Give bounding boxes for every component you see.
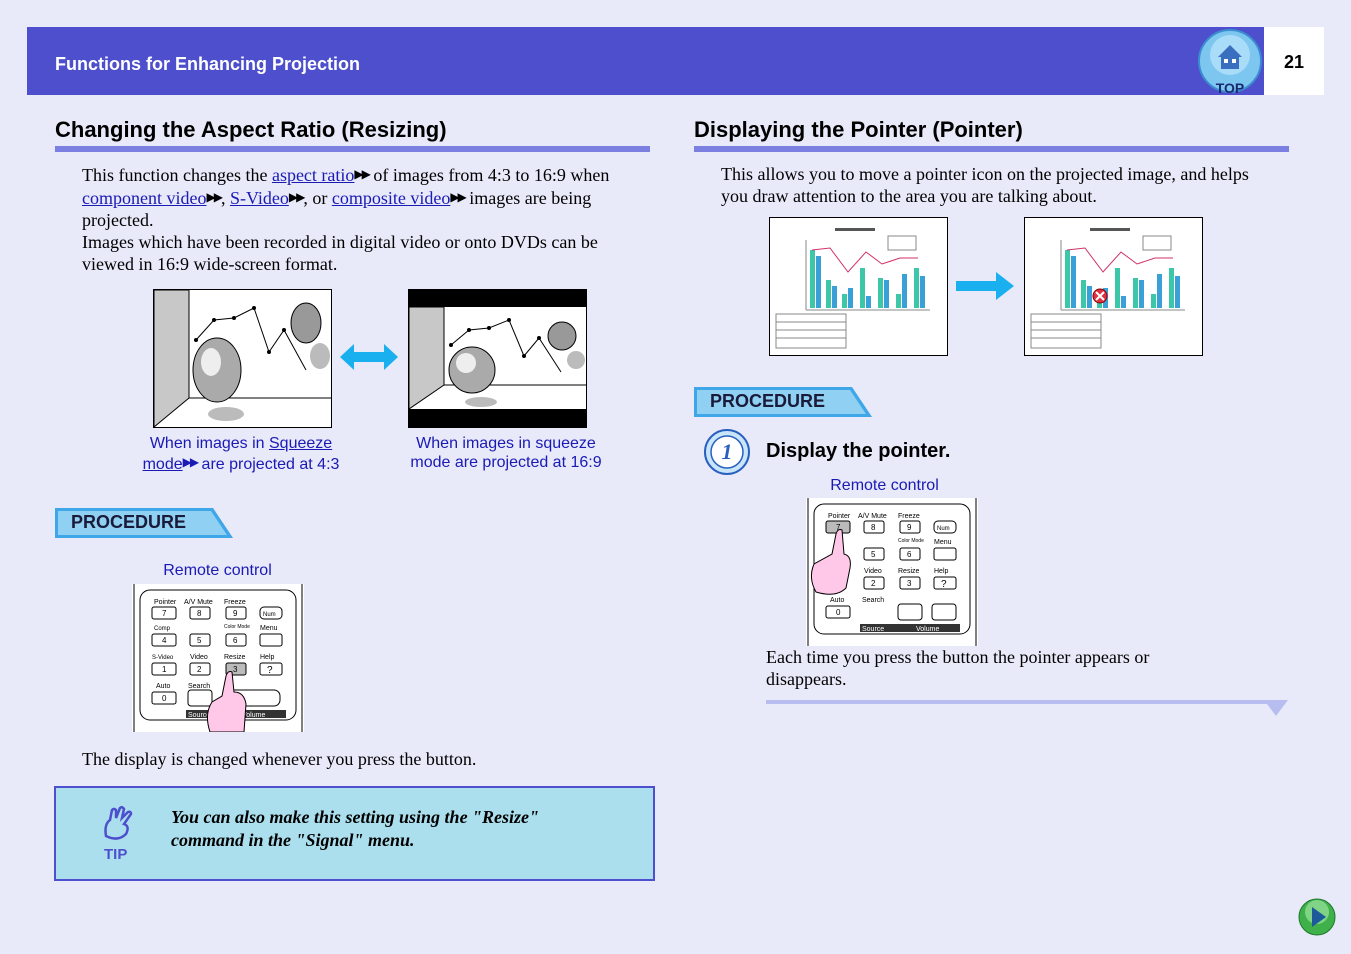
step-1-label: Display the pointer. xyxy=(766,440,951,462)
right-heading-rule xyxy=(694,146,1289,152)
svg-text:Num: Num xyxy=(263,612,276,618)
svg-text:A/V Mute: A/V Mute xyxy=(858,513,887,520)
double-arrow-icon xyxy=(340,342,398,377)
svg-text:Auto: Auto xyxy=(830,597,845,604)
svg-text:Pointer: Pointer xyxy=(154,599,177,606)
page-number: 21 xyxy=(1283,52,1305,72)
svg-text:9: 9 xyxy=(233,609,238,618)
svg-text:9: 9 xyxy=(907,523,912,532)
left-remote-image: Pointer A/V Mute Freeze 7 8 9 Num Comp Colo… xyxy=(132,584,304,733)
left-heading-rule xyxy=(55,146,650,152)
left-heading: Changing the Aspect Ratio (Resizing) xyxy=(55,117,447,142)
page-number-box: 21 xyxy=(1264,27,1324,95)
squeeze-16-9-image xyxy=(408,289,587,428)
svg-text:?: ? xyxy=(267,665,273,676)
svg-text:7: 7 xyxy=(836,523,841,532)
top-button[interactable]: TOP xyxy=(1196,27,1264,96)
section-title: Functions for Enhancing Projection xyxy=(55,54,361,74)
svg-text:Source: Source xyxy=(862,626,884,633)
section-end-rule xyxy=(766,700,1288,718)
svg-text:Video: Video xyxy=(190,654,208,661)
svg-text:4: 4 xyxy=(162,636,167,645)
svg-text:Volume: Volume xyxy=(242,712,265,719)
left-procedure-tab: PROCEDURE xyxy=(55,508,235,538)
svg-text:Menu: Menu xyxy=(934,539,952,546)
svg-text:Freeze: Freeze xyxy=(224,599,246,606)
svg-text:Color Mode: Color Mode xyxy=(898,538,924,544)
svg-text:8: 8 xyxy=(197,609,202,618)
right-after-text: Each time you press the button the point… xyxy=(766,647,1150,689)
svg-text:Freeze: Freeze xyxy=(898,513,920,520)
svg-text:0: 0 xyxy=(162,694,167,703)
svg-text:6: 6 xyxy=(233,636,238,645)
squeeze-4-3-image xyxy=(153,289,332,428)
pointer-before-image xyxy=(769,217,948,356)
svg-text:3: 3 xyxy=(907,579,912,588)
left-after-text: The display is changed whenever you pres… xyxy=(82,749,477,769)
svg-text:2: 2 xyxy=(871,579,876,588)
right-heading: Displaying the Pointer (Pointer) xyxy=(694,117,1023,142)
svg-text:Comp: Comp xyxy=(154,626,171,632)
svg-text:Search: Search xyxy=(188,683,210,690)
tip-text: You can also make this setting using the… xyxy=(171,807,540,850)
svg-text:Color Mode: Color Mode xyxy=(224,624,250,630)
left-remote-caption: Remote control xyxy=(163,562,272,579)
svg-text:Auto: Auto xyxy=(156,683,171,690)
right-intro: This allows you to move a pointer icon o… xyxy=(721,164,1249,206)
left-intro: This function changes the aspect ratio▶▶… xyxy=(82,165,610,274)
component-video-link[interactable]: component video xyxy=(82,188,207,208)
right-arrow-icon xyxy=(956,272,1014,305)
svg-text:5: 5 xyxy=(197,636,202,645)
composite-video-link[interactable]: composite video xyxy=(331,188,451,208)
tip-hand-icon xyxy=(100,805,136,847)
svg-text:Menu: Menu xyxy=(260,625,278,632)
left-procedure-label: PROCEDURE xyxy=(71,512,187,532)
svg-text:?: ? xyxy=(941,579,947,590)
right-remote-image: Pointer A/V Mute Freeze 7 8 9 Num Color Mo… xyxy=(806,498,978,646)
svg-text:A/V Mute: A/V Mute xyxy=(184,599,213,606)
tip-box: TIP You can also make this setting using… xyxy=(54,786,655,881)
svg-text:5: 5 xyxy=(871,550,876,559)
svg-text:Pointer: Pointer xyxy=(828,513,851,520)
caption-4-3: When images in Squeeze mode▶▶ are projec… xyxy=(142,435,340,473)
svg-text:Video: Video xyxy=(864,568,882,575)
svg-text:0: 0 xyxy=(836,608,841,617)
svg-text:Num: Num xyxy=(937,526,950,532)
svg-text:3: 3 xyxy=(233,665,238,674)
squeeze-mode-link[interactable]: Squeeze xyxy=(269,435,333,452)
svg-text:Help: Help xyxy=(934,568,949,575)
svg-text:1: 1 xyxy=(162,665,167,674)
svg-text:Resize: Resize xyxy=(898,568,920,575)
right-procedure-label: PROCEDURE xyxy=(710,391,826,411)
svg-text:Search: Search xyxy=(862,597,884,604)
aspect-ratio-link[interactable]: aspect ratio xyxy=(271,165,355,185)
svg-text:6: 6 xyxy=(907,550,912,559)
svg-text:Resize: Resize xyxy=(224,654,246,661)
svideo-link[interactable]: S-Video xyxy=(229,188,289,208)
squeeze-mode-link-2[interactable]: mode xyxy=(142,456,183,473)
next-page-button[interactable] xyxy=(1298,898,1336,936)
svg-text:Source: Source xyxy=(188,712,210,719)
right-remote-caption: Remote control xyxy=(830,477,939,494)
svg-text:2: 2 xyxy=(197,665,202,674)
svg-text:7: 7 xyxy=(162,609,167,618)
svg-text:Help: Help xyxy=(260,654,275,661)
svg-text:Volume: Volume xyxy=(916,626,939,633)
svg-text:1: 1 xyxy=(722,439,733,464)
tip-label: TIP xyxy=(104,846,128,863)
svg-text:S-Video: S-Video xyxy=(152,655,174,661)
page-header: Functions for Enhancing Projection xyxy=(27,27,1264,95)
right-procedure-tab: PROCEDURE xyxy=(694,387,874,417)
step-1-badge: 1 xyxy=(703,428,751,476)
top-label: TOP xyxy=(1216,80,1245,95)
svg-text:8: 8 xyxy=(871,523,876,532)
pointer-after-image xyxy=(1024,217,1203,356)
